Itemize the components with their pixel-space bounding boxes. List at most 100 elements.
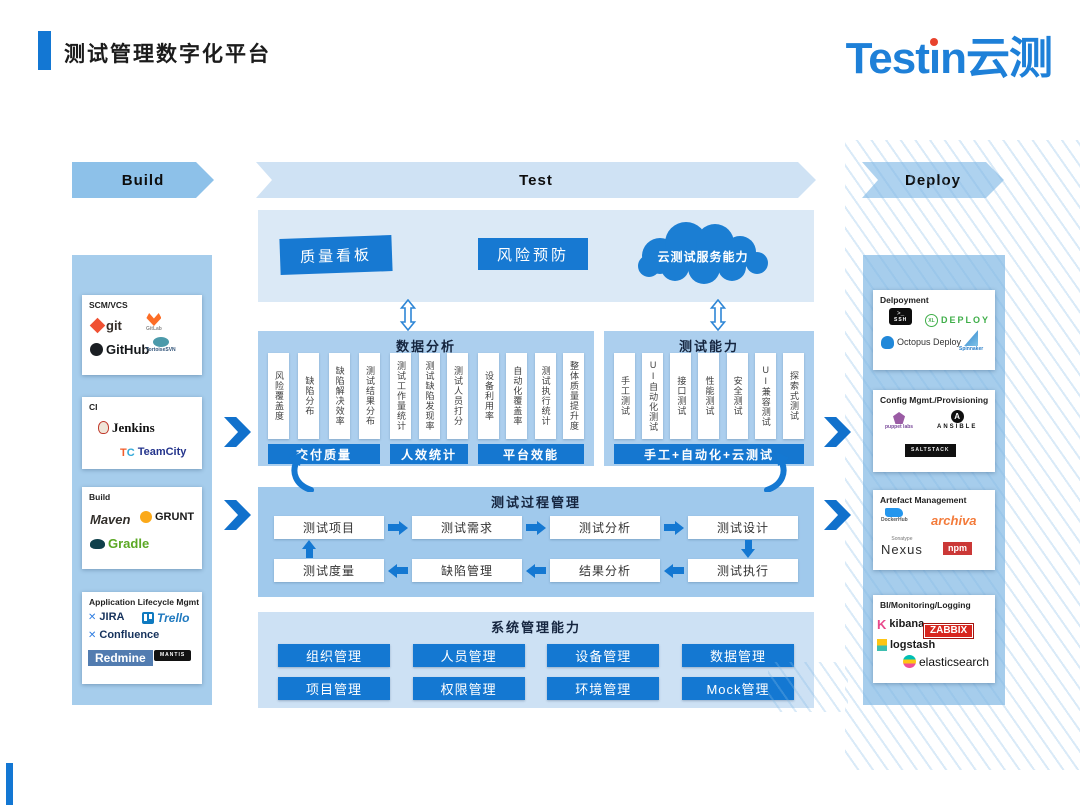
tool-label: DockerHub xyxy=(881,517,908,523)
metric-group: 测试工作量统计测试缺陷发现率测试人员打分人效统计 xyxy=(390,353,468,464)
tool-sub-label: Sonatype xyxy=(891,536,913,542)
grunt-icon xyxy=(140,511,152,523)
system-management-title: 系统管理能力 xyxy=(490,620,581,635)
logo-part1: Test xyxy=(845,34,930,83)
tool-label: SSH xyxy=(894,317,908,323)
elastic-icon xyxy=(903,655,916,668)
tool-label: Confluence xyxy=(99,629,160,641)
metric-group: 设备利用率自动化覆盖率测试执行统计整体质量提升度平台效能 xyxy=(478,353,584,464)
capability-column: UI自动化测试 xyxy=(642,353,664,439)
process-step: 测试设计 xyxy=(688,516,798,539)
metric-column: 测试缺陷发现率 xyxy=(418,353,440,439)
risk-prevention-box: 风险预防 xyxy=(478,238,588,270)
testin-logo: Testın云测 xyxy=(845,22,1053,86)
chevron-right-icon xyxy=(824,417,851,447)
page-title: 测试管理数字化平台 xyxy=(64,43,271,66)
cloud-label: 云测试服务能力 xyxy=(657,249,748,264)
arrow-up-icon xyxy=(302,540,316,558)
capability-label: 接口测试 xyxy=(676,376,687,416)
ssh-icon: >_ xyxy=(897,310,905,317)
redmine-logo: Redmine xyxy=(88,650,153,666)
tool-label: SALTSTACK xyxy=(905,444,956,457)
double-arrow-icon xyxy=(399,299,417,331)
mantis-logo: MANTIS xyxy=(154,650,192,661)
capability-column: 性能测试 xyxy=(698,353,720,439)
test-process-title: 测试过程管理 xyxy=(490,495,581,510)
arrow-down-icon xyxy=(741,540,755,558)
tool-label: Gradle xyxy=(108,536,150,551)
card-title: Delpoyment xyxy=(880,295,929,305)
spinnaker-icon xyxy=(964,330,979,346)
metric-label: 缺陷解决效率 xyxy=(334,366,345,426)
system-module-button: 设备管理 xyxy=(547,644,660,667)
tortoise-logo: TortoiseSVN xyxy=(146,337,176,353)
metric-column: 缺陷解决效率 xyxy=(328,353,350,439)
group-bar: 平台效能 xyxy=(478,444,584,464)
git-icon xyxy=(89,317,106,334)
npm-logo: npm xyxy=(943,542,972,555)
tool-label: elasticsearch xyxy=(919,654,990,669)
data-analysis-title: 数据分析 xyxy=(395,339,456,354)
double-arrow-icon xyxy=(709,299,727,331)
confluence-logo: ✕Confluence xyxy=(88,629,160,642)
process-step: 测试度量 xyxy=(274,559,384,582)
card-title: Build xyxy=(89,492,111,502)
capability-label: 探索式测试 xyxy=(788,371,799,421)
tool-label: Jenkins xyxy=(112,420,155,435)
metric-label: 风险覆盖度 xyxy=(274,371,284,421)
metric-label: 缺陷分布 xyxy=(304,376,315,416)
octopus-icon xyxy=(881,336,894,349)
arrow-right-icon xyxy=(664,520,684,535)
arrow-left-icon xyxy=(664,563,684,578)
process-step: 结果分析 xyxy=(550,559,660,582)
system-module-button: 环境管理 xyxy=(547,677,660,700)
system-module-button: 权限管理 xyxy=(412,677,525,700)
tool-label: TeamCity xyxy=(137,445,187,458)
data-analysis-panel: 数据分析 风险覆盖度缺陷分布缺陷解决效率测试结果分布交付质量测试工作量统计测试缺… xyxy=(258,331,594,466)
tool-label: JIRA xyxy=(99,611,125,623)
metric-group: 风险覆盖度缺陷分布缺陷解决效率测试结果分布交付质量 xyxy=(268,353,380,464)
capability-column: 手工测试 xyxy=(614,353,635,439)
metric-label: 自动化覆盖率 xyxy=(512,366,523,426)
arrow-left-icon xyxy=(388,563,408,578)
system-module-button: 数据管理 xyxy=(681,644,794,667)
arrow-right-icon xyxy=(388,520,408,535)
ansible-icon: A xyxy=(950,410,964,423)
process-step: 测试需求 xyxy=(412,516,522,539)
tool-label: archiva xyxy=(931,513,977,528)
tool-label: GitHub xyxy=(106,342,150,357)
flow-arrow-deploy: Deploy xyxy=(862,162,1004,198)
gradle-logo: Gradle xyxy=(90,537,149,550)
jira-logo: ✕JIRA xyxy=(88,611,125,624)
zabbix-logo: ZABBIX xyxy=(923,623,975,639)
metric-label: 设备利用率 xyxy=(484,371,494,421)
card-title: SCM/VCS xyxy=(89,300,128,310)
puppet-logo: puppet labs xyxy=(885,412,913,430)
gitlab-icon xyxy=(146,313,162,326)
octopus-logo: Octopus Deploy xyxy=(881,336,961,349)
tool-label: kibana xyxy=(889,618,925,630)
tool-label: Maven xyxy=(90,512,131,527)
capability-column: 安全测试 xyxy=(726,353,748,439)
teamcity-icon: TC xyxy=(120,447,135,459)
capability-column: 探索式测试 xyxy=(782,353,804,439)
metric-column: 测试工作量统计 xyxy=(390,353,411,439)
spinnaker-logo: Spinnaker xyxy=(959,330,983,352)
capability-column: UI兼容测试 xyxy=(754,353,776,439)
maven-logo: Maven xyxy=(90,513,130,526)
capability-bar: 手工+自动化+云测试 xyxy=(614,444,804,464)
dockerhub-logo: DockerHub xyxy=(881,508,908,523)
capability-label: 性能测试 xyxy=(704,376,715,416)
logo-i-red-dot: ı xyxy=(928,34,941,83)
logstash-logo: logstash xyxy=(877,639,935,651)
tool-label: GitLab xyxy=(146,326,162,332)
